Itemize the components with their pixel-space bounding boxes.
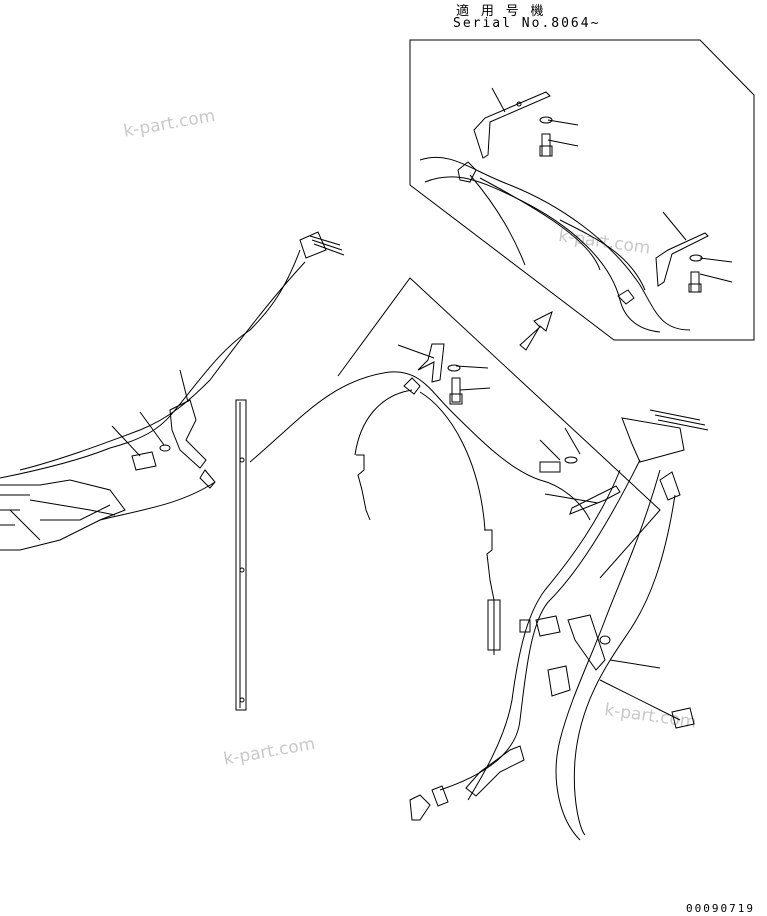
middle-bracket — [397, 343, 491, 405]
inset-frame — [409, 39, 755, 341]
detail-region-frame — [337, 277, 661, 579]
left-bracket — [111, 369, 216, 489]
arrow-to-inset — [519, 311, 553, 351]
inset-upper-leader-lines — [491, 87, 579, 147]
serial-number-label: Serial No.8064~ — [453, 16, 601, 31]
inset-lower-leader-lines — [662, 211, 733, 283]
applicability-label: 適 用 号 機 — [456, 4, 546, 19]
left-cables — [0, 231, 345, 521]
inset-upper-bracket — [457, 91, 553, 183]
inset-lower-bracket — [617, 232, 709, 305]
support-bar — [235, 399, 247, 711]
drawing-number: 00090719 — [686, 902, 755, 915]
inset-cables — [419, 156, 691, 333]
right-connector-bundle — [621, 409, 709, 501]
left-machine-assembly — [0, 479, 126, 551]
right-cables — [409, 459, 695, 841]
middle-cables — [249, 371, 591, 655]
middle-right-hardware — [539, 427, 621, 515]
